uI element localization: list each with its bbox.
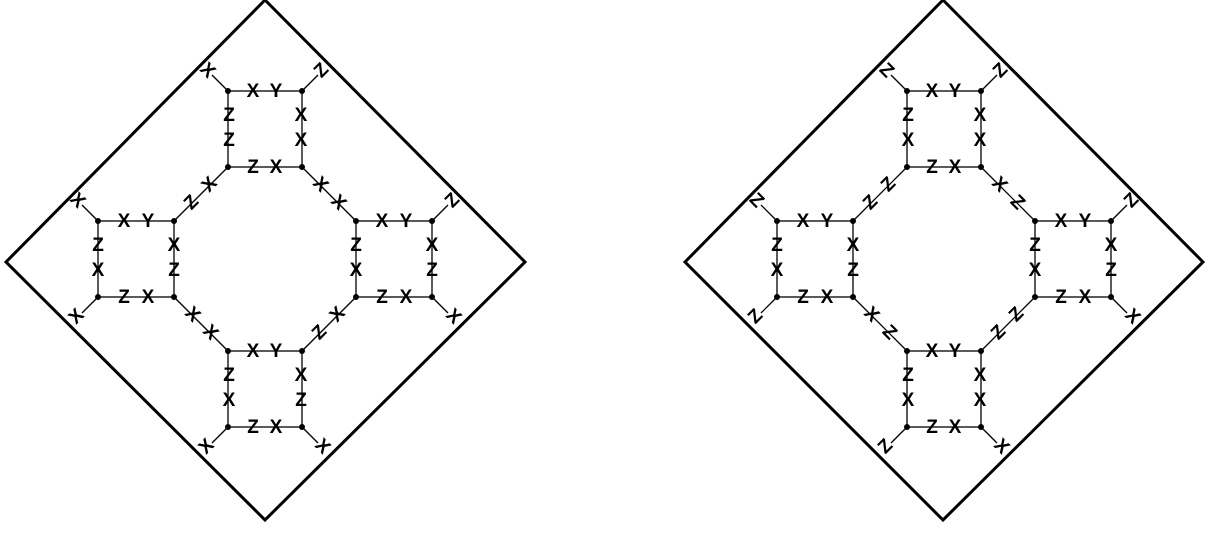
- label: Y: [949, 81, 962, 102]
- label: X: [926, 81, 939, 102]
- label: Z: [797, 287, 809, 308]
- label: Z: [1029, 235, 1041, 256]
- outer-stubs: [81, 74, 449, 444]
- label: Z: [1055, 287, 1067, 308]
- label: Y: [142, 211, 155, 232]
- outer-stubs: [760, 74, 1128, 444]
- label: Z: [1105, 260, 1117, 281]
- label: X: [974, 365, 987, 386]
- label: X: [295, 105, 308, 126]
- label: Z: [902, 105, 914, 126]
- nodes: [95, 88, 435, 430]
- label: X: [168, 235, 181, 256]
- label: Z: [223, 130, 235, 151]
- label: Z: [223, 365, 235, 386]
- label: X: [771, 260, 784, 281]
- label: X: [949, 417, 962, 438]
- label: X: [902, 130, 915, 151]
- label: Z: [926, 157, 938, 178]
- label: Z: [168, 260, 180, 281]
- label: X: [247, 81, 260, 102]
- inner-links: [173, 166, 357, 352]
- label: Y: [949, 341, 962, 362]
- label: Y: [1079, 211, 1092, 232]
- inner-links: [852, 166, 1036, 352]
- label: X: [223, 390, 236, 411]
- label: Z: [847, 260, 859, 281]
- label: X: [1055, 211, 1068, 232]
- label: X: [270, 417, 283, 438]
- label: Z: [771, 235, 783, 256]
- label: Y: [821, 211, 834, 232]
- label: X: [847, 235, 860, 256]
- label: X: [974, 130, 987, 151]
- label: Z: [426, 260, 438, 281]
- label: X: [270, 157, 283, 178]
- label: X: [118, 211, 131, 232]
- label: Z: [247, 157, 259, 178]
- label: X: [376, 211, 389, 232]
- label: Z: [92, 235, 104, 256]
- label: Z: [926, 417, 938, 438]
- label: X: [350, 260, 363, 281]
- label: Y: [270, 341, 283, 362]
- label: X: [247, 341, 260, 362]
- label: Z: [376, 287, 388, 308]
- label: X: [974, 105, 987, 126]
- label: X: [797, 211, 810, 232]
- squares: [97, 90, 433, 428]
- label: X: [974, 390, 987, 411]
- label: Y: [270, 81, 283, 102]
- label: X: [902, 390, 915, 411]
- label: Y: [400, 211, 413, 232]
- diamond-border: [3, 0, 528, 523]
- diamond-border: [682, 0, 1206, 523]
- label: Z: [902, 365, 914, 386]
- label: X: [400, 287, 413, 308]
- label: Z: [295, 390, 307, 411]
- label: Z: [350, 235, 362, 256]
- label: X: [1105, 235, 1118, 256]
- label: X: [295, 130, 308, 151]
- nodes: [774, 88, 1114, 430]
- label: X: [142, 287, 155, 308]
- label: Z: [118, 287, 130, 308]
- label: Z: [223, 105, 235, 126]
- label: X: [426, 235, 439, 256]
- squares: [776, 90, 1112, 428]
- label: Z: [247, 417, 259, 438]
- label: X: [821, 287, 834, 308]
- label: X: [1029, 260, 1042, 281]
- label: X: [1079, 287, 1092, 308]
- label: X: [295, 365, 308, 386]
- label: X: [92, 260, 105, 281]
- label: X: [949, 157, 962, 178]
- label: X: [926, 341, 939, 362]
